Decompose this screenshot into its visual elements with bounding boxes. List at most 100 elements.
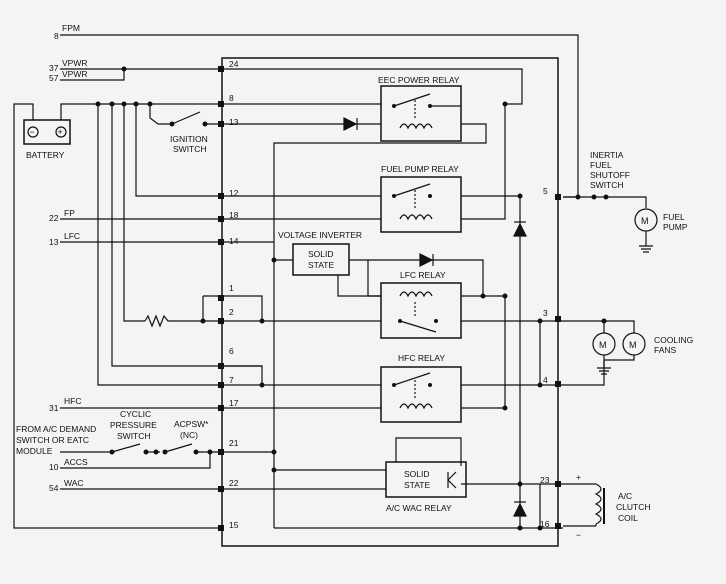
acpsw-label-2: (NC) xyxy=(180,430,198,440)
signal-fpm-number: 8 xyxy=(54,31,59,41)
from-label-1: FROM A/C DEMAND xyxy=(16,424,96,434)
wac-state-label: STATE xyxy=(404,480,430,490)
resistor xyxy=(144,314,222,328)
signal-accs-number: 10 xyxy=(49,462,59,472)
ignition-switch: IGNITION SWITCH xyxy=(169,111,222,154)
inertia-label-1: INERTIA xyxy=(590,150,624,160)
cyclic-label-1: CYCLIC xyxy=(120,409,151,419)
signal-vpwr57-name: VPWR xyxy=(62,69,88,79)
relay-fuel-pump: FUEL PUMP RELAY xyxy=(380,164,462,233)
signal-fp-number: 22 xyxy=(49,213,59,223)
ignition-label-2: SWITCH xyxy=(173,144,207,154)
signal-accs: 10 ACCS xyxy=(49,452,211,472)
signal-lfc-name: LFC xyxy=(64,231,80,241)
relay-fuel-pump-label: FUEL PUMP RELAY xyxy=(381,164,459,174)
clutch-label-3: COIL xyxy=(618,513,638,523)
fuel-pump-motor: M xyxy=(641,216,649,226)
pin-15: 15 xyxy=(229,520,239,530)
cooling-label-1: COOLING xyxy=(654,335,693,345)
pin-1: 1 xyxy=(229,283,234,293)
fuel-pump: M FUEL PUMP xyxy=(634,208,688,253)
signal-fpm-name: FPM xyxy=(62,23,80,33)
pins-left: 24 8 13 12 18 14 1 2 6 7 17 21 22 15 xyxy=(218,59,239,531)
relay-eec: EEC POWER RELAY xyxy=(378,75,462,142)
signal-wac-name: WAC xyxy=(64,478,84,488)
pin-17: 17 xyxy=(229,398,239,408)
cyclic-label-3: SWITCH xyxy=(117,431,151,441)
pin-5: 5 xyxy=(543,186,548,196)
signal-fp-name: FP xyxy=(64,208,75,218)
relay-hfc: HFC RELAY xyxy=(380,353,462,423)
signal-vpwr37-number: 37 xyxy=(49,63,59,73)
ac-clutch-coil: + − A/C CLUTCH COIL xyxy=(563,472,650,540)
battery-bus xyxy=(95,101,263,386)
fan-1-motor: M xyxy=(599,340,607,350)
pin-22: 22 xyxy=(229,478,239,488)
signal-vpwr37-name: VPWR xyxy=(62,58,88,68)
from-label-3: MODULE xyxy=(16,446,53,456)
signal-wac: 54 WAC xyxy=(49,478,222,493)
cooling-label-2: FANS xyxy=(654,345,677,355)
pin-2: 2 xyxy=(229,307,234,317)
clutch-label-1: A/C xyxy=(618,491,632,501)
inverter-state-label: STATE xyxy=(308,260,334,270)
pin-23: 23 xyxy=(540,475,550,485)
battery: − + BATTERY xyxy=(13,103,222,529)
relay-lfc: LFC RELAY xyxy=(380,270,462,339)
from-label-2: SWITCH OR EATC xyxy=(16,435,89,445)
battery-plus: + xyxy=(58,127,63,137)
inertia-label-3: SHUTOFF xyxy=(590,170,630,180)
signal-fp: 22 FP xyxy=(49,208,222,223)
acpsw-label-1: ACPSW* xyxy=(174,419,209,429)
fan-2-motor: M xyxy=(629,340,637,350)
signal-hfc-name: HFC xyxy=(64,396,81,406)
pin-14: 14 xyxy=(229,236,239,246)
signal-hfc-number: 31 xyxy=(49,403,59,413)
signal-lfc: 13 LFC xyxy=(49,231,222,247)
fuel-pump-label-1: FUEL xyxy=(663,212,685,222)
ac-demand-input: FROM A/C DEMAND SWITCH OR EATC MODULE CY… xyxy=(16,409,222,456)
clutch-minus: − xyxy=(576,530,581,540)
pin-6: 6 xyxy=(229,346,234,356)
pin-8: 8 xyxy=(229,93,234,103)
pin-21: 21 xyxy=(229,438,239,448)
voltage-inverter-label: VOLTAGE INVERTER xyxy=(278,230,362,240)
signal-lfc-number: 13 xyxy=(49,237,59,247)
signal-vpwr57-number: 57 xyxy=(49,73,59,83)
pin-16: 16 xyxy=(540,519,550,529)
battery-minus: − xyxy=(30,127,35,137)
wac-solid-label: SOLID xyxy=(404,469,430,479)
signal-wac-number: 54 xyxy=(49,483,59,493)
relay-lfc-label: LFC RELAY xyxy=(400,270,446,280)
pin-13: 13 xyxy=(229,117,239,127)
voltage-inverter: VOLTAGE INVERTER SOLID STATE xyxy=(278,230,362,276)
cooling-fans: M M COOLING FANS xyxy=(563,318,693,386)
pin-24: 24 xyxy=(229,59,239,69)
inverter-solid-label: SOLID xyxy=(308,249,334,259)
signal-vpwr-57: 57 VPWR xyxy=(49,66,127,83)
inertia-label-2: FUEL xyxy=(590,160,612,170)
cyclic-label-2: PRESSURE xyxy=(110,420,157,430)
signal-fpm: 8 FPM xyxy=(54,23,579,198)
relay-hfc-label: HFC RELAY xyxy=(398,353,445,363)
relay-wac-label: A/C WAC RELAY xyxy=(386,503,452,513)
pin-18: 18 xyxy=(229,210,239,220)
pin-3: 3 xyxy=(543,308,548,318)
signal-hfc: 31 HFC xyxy=(49,396,222,413)
module-box xyxy=(221,57,559,547)
fuel-pump-label-2: PUMP xyxy=(663,222,688,232)
clutch-plus: + xyxy=(576,472,581,482)
signal-vpwr-37: 37 VPWR xyxy=(49,58,222,73)
ignition-label-1: IGNITION xyxy=(170,134,208,144)
internal-wiring xyxy=(200,68,563,531)
relay-wac: SOLID STATE A/C WAC RELAY xyxy=(385,461,467,513)
pin-12: 12 xyxy=(229,188,239,198)
relay-eec-label: EEC POWER RELAY xyxy=(378,75,460,85)
pin-7: 7 xyxy=(229,375,234,385)
pin-4: 4 xyxy=(543,375,548,385)
inertia-switch: INERTIA FUEL SHUTOFF SWITCH xyxy=(563,150,647,208)
battery-label: BATTERY xyxy=(26,150,65,160)
clutch-label-2: CLUTCH xyxy=(616,502,650,512)
inertia-label-4: SWITCH xyxy=(590,180,624,190)
